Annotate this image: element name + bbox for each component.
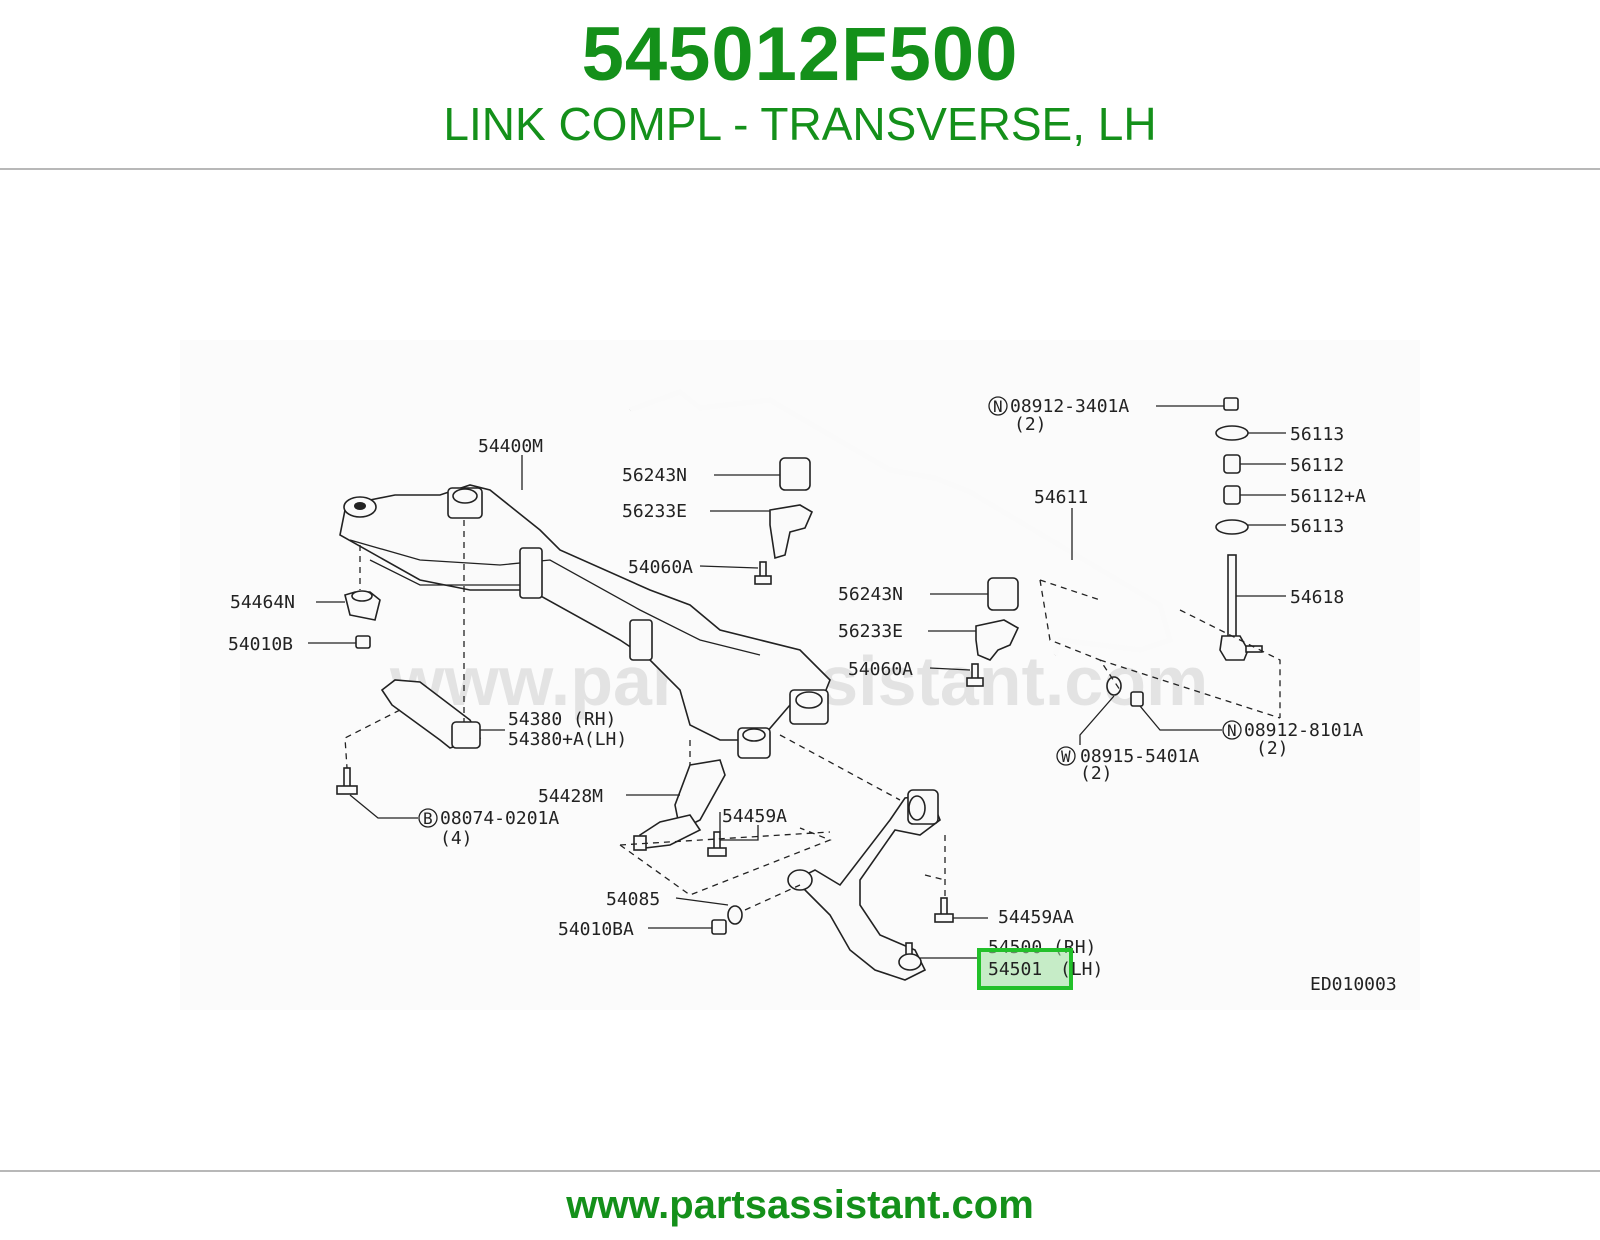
label-54380-rh[interactable]: 54380 (RH) (508, 709, 616, 730)
stabilizer-bar-inner (629, 389, 1174, 656)
member-bushing-left-hole (354, 502, 366, 510)
label-54428m[interactable]: 54428M (538, 786, 603, 807)
label-54618[interactable]: 54618 (1290, 587, 1344, 608)
highlight-box-54501[interactable] (977, 948, 1073, 990)
label-54400m[interactable]: 54400M (478, 436, 543, 457)
diagram-code: ED010003 (1310, 974, 1397, 995)
label-08915-5401a[interactable]: 08915-5401A (1080, 746, 1199, 767)
leader-08074 (349, 794, 418, 819)
suspension-member (339, 484, 831, 741)
callout-circle-n2 (1222, 720, 1242, 740)
leader-54060a-b (929, 667, 971, 671)
connecting-rod-stud (1245, 645, 1263, 653)
part-description: LINK COMPL - TRANSVERSE, LH (443, 98, 1157, 150)
footer-site-link[interactable]: www.partsassistant.com (566, 1183, 1034, 1227)
callout-n2: N (1227, 721, 1237, 740)
stabilizer-bushing-a (779, 457, 811, 491)
label-54380a-lh[interactable]: 54380+A(LH) (508, 729, 627, 750)
stabilizer-bushing-b (987, 577, 1019, 611)
label-54060a-b[interactable]: 54060A (848, 659, 913, 680)
member-bracket-mid (519, 547, 543, 599)
washer-08915 (1106, 676, 1122, 696)
leader-54085 (675, 897, 729, 906)
connecting-rod-lower (1219, 635, 1249, 661)
label-54010ba[interactable]: 54010BA (558, 919, 634, 940)
top-divider (0, 168, 1600, 170)
label-54459aa[interactable]: 54459AA (998, 907, 1074, 928)
bracket-54428m (674, 759, 726, 832)
page-header: 545012F500 LINK COMPL - TRANSVERSE, LH (0, 0, 1600, 170)
label-08912-8101a-qty: (2) (1256, 738, 1289, 759)
leader-08912-8101a (1139, 705, 1222, 731)
bushing-56112a (1223, 485, 1241, 505)
bolt-54459a-head (707, 847, 727, 857)
label-54501-lh: (LH) (1060, 959, 1103, 980)
dash-link-mount (779, 734, 901, 801)
label-54611[interactable]: 54611 (1034, 487, 1088, 508)
connecting-rod (1227, 554, 1237, 638)
stabilizer-clamp-a (769, 504, 814, 560)
label-08074-0201a[interactable]: 08074-0201A (440, 808, 559, 829)
label-54501[interactable]: 54501 (988, 959, 1042, 980)
label-56112a[interactable]: 56112+A (1290, 486, 1366, 507)
dash-link-bolt (924, 835, 946, 900)
callout-circle-n1 (988, 396, 1008, 416)
label-56243n-b[interactable]: 56243N (838, 584, 903, 605)
bolt-54459aa-head (934, 913, 954, 923)
label-56243n-a[interactable]: 56243N (622, 465, 687, 486)
label-08915-5401a-qty: (2) (1080, 763, 1113, 784)
label-54464n[interactable]: 54464N (230, 592, 295, 613)
callout-n1: N (993, 397, 1003, 416)
label-08074-qty: (4) (440, 828, 473, 849)
part-number-title: 545012F500 (581, 12, 1019, 97)
nut-54010ba (711, 919, 727, 935)
label-08912-8101a[interactable]: 08912-8101A (1244, 720, 1363, 741)
label-54010b[interactable]: 54010B (228, 634, 293, 655)
washer-56113-b (1215, 519, 1249, 535)
leader-54060a-a (699, 565, 759, 569)
bottom-divider (0, 1170, 1600, 1172)
member-mount-top-hole (452, 488, 478, 504)
link-front-bushing (787, 869, 813, 891)
bolt-54060a-b-head (966, 677, 984, 687)
ball-joint (898, 953, 922, 971)
callout-b: B (423, 809, 433, 828)
bolt-08074 (343, 767, 351, 789)
washer-56113-a (1215, 425, 1249, 441)
member-mount-right-hole (795, 691, 823, 709)
nut-08912-3401a (1223, 397, 1239, 411)
label-56113-b[interactable]: 56113 (1290, 516, 1344, 537)
leader-08915 (1079, 695, 1115, 745)
nut-54010b (355, 635, 371, 649)
dash-bracket-bolt (344, 709, 401, 769)
member-mount-bottom-hole (742, 728, 766, 742)
stabilizer-clamp-b (975, 619, 1020, 661)
link-rear-bushing-hole (908, 795, 926, 821)
label-54085[interactable]: 54085 (606, 889, 660, 910)
label-08912-3401a[interactable]: 08912-3401A (1010, 396, 1129, 417)
bolt-54060a-a-head (754, 575, 772, 585)
callout-w: W (1061, 747, 1071, 766)
label-08912-3401a-qty: (2) (1014, 414, 1047, 435)
label-56233e-b[interactable]: 56233E (838, 621, 903, 642)
leader-54459a (719, 812, 759, 841)
label-56113-a[interactable]: 56113 (1290, 424, 1344, 445)
label-56233e-a[interactable]: 56233E (622, 501, 687, 522)
nut-08912-8101a (1130, 691, 1144, 707)
bushing-56112 (1223, 454, 1241, 474)
callout-circle-w (1056, 746, 1076, 766)
bolt-08074-head (336, 785, 358, 795)
washer-54085 (727, 905, 743, 925)
dash-lower-box (619, 827, 832, 896)
label-54459a[interactable]: 54459A (722, 806, 787, 827)
member-ridge (349, 539, 761, 656)
bracket-54380-bushing (451, 721, 481, 749)
member-bracket-right (629, 619, 653, 661)
mount-insulator-top (351, 590, 373, 602)
callout-circle-b (418, 808, 438, 828)
label-56112[interactable]: 56112 (1290, 455, 1344, 476)
label-54060a-a[interactable]: 54060A (628, 557, 693, 578)
